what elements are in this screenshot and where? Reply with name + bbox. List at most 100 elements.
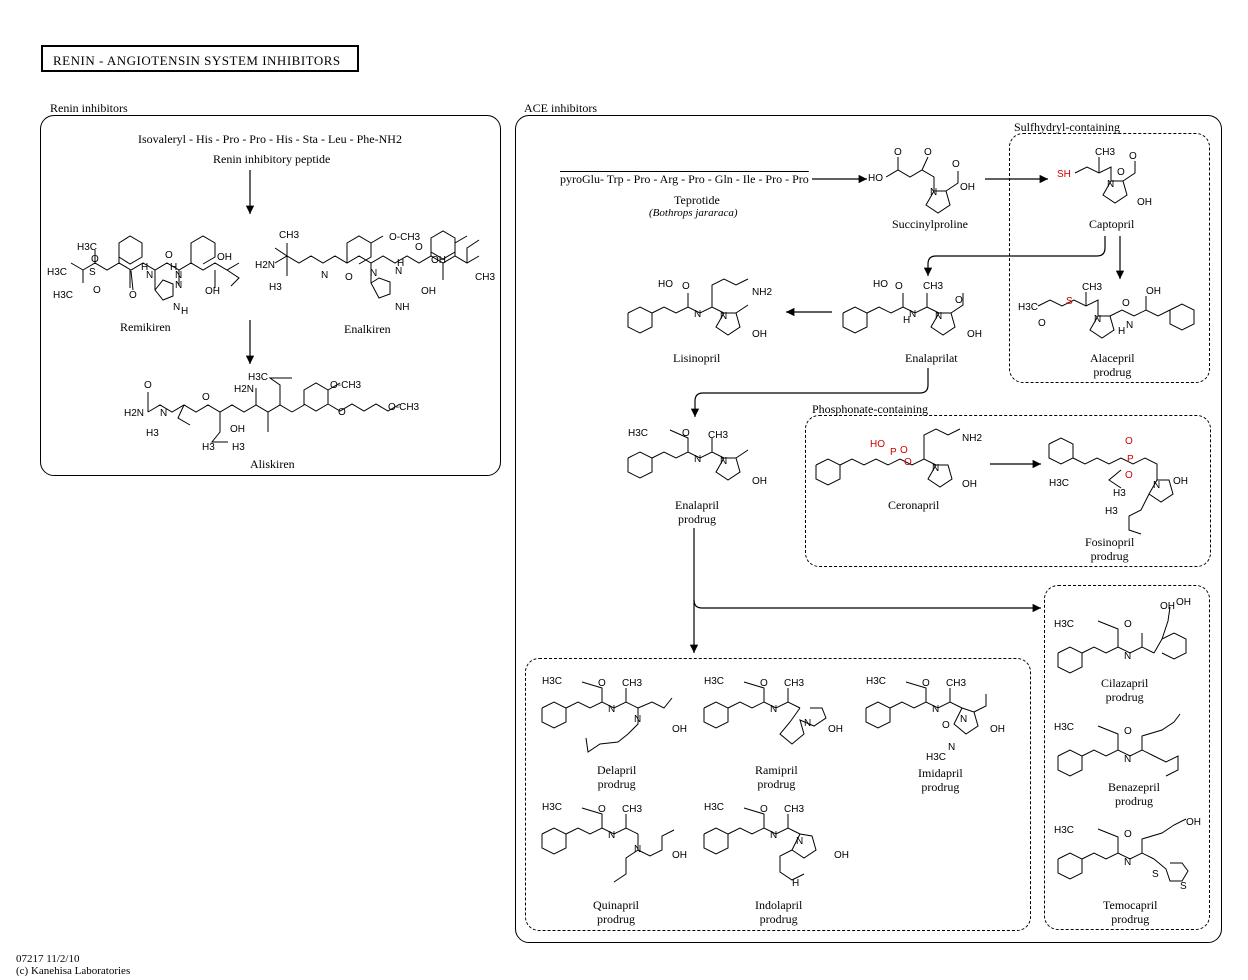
svg-text:N: N: [960, 714, 967, 725]
svg-text:H3C: H3C: [628, 428, 648, 439]
svg-text:H3: H3: [202, 442, 215, 453]
remikiren-name: Remikiren: [120, 320, 171, 334]
svg-text:O: O: [93, 285, 101, 296]
svg-text:O: O: [1038, 318, 1046, 329]
svg-text:CH3: CH3: [622, 678, 642, 689]
svg-text:SH: SH: [1057, 169, 1071, 180]
svg-text:O: O: [952, 159, 960, 170]
svg-text:OH: OH: [752, 476, 767, 487]
svg-text:H2N: H2N: [234, 384, 254, 395]
svg-text:H: H: [397, 258, 404, 269]
svg-text:O: O: [1129, 151, 1137, 162]
ace-panel: [515, 115, 1222, 943]
svg-text:N: N: [932, 704, 939, 715]
svg-text:OH: OH: [672, 850, 687, 861]
enalaprilat-name: Enalaprilat: [905, 351, 958, 365]
svg-text:N: N: [932, 463, 939, 474]
svg-text:OH: OH: [962, 479, 977, 490]
svg-text:N: N: [395, 266, 402, 277]
prodrug-box-right: [1044, 585, 1210, 930]
lisinopril-name: Lisinopril: [673, 351, 721, 365]
benazepril-prodrug: prodrug: [1114, 794, 1153, 808]
peptide-name: Renin inhibitory peptide: [213, 152, 331, 166]
svg-text:H3: H3: [146, 428, 159, 439]
svg-text:O: O: [942, 720, 950, 731]
svg-text:HO: HO: [870, 439, 885, 450]
svg-text:O: O: [682, 281, 690, 292]
svg-text:O: O: [894, 147, 902, 158]
phosphonate-label: Phosphonate-containing: [812, 402, 928, 416]
temocapril-prodrug: prodrug: [1111, 912, 1150, 926]
delapril-label: Delapril: [597, 763, 637, 777]
svg-text:H: H: [903, 315, 910, 326]
svg-text:N: N: [370, 268, 377, 279]
svg-text:H3C: H3C: [704, 802, 724, 813]
svg-text:N: N: [160, 408, 167, 419]
svg-text:O: O: [760, 804, 768, 815]
svg-text:N: N: [175, 270, 182, 281]
svg-text:OH: OH: [960, 182, 975, 193]
svg-text:O: O: [144, 380, 152, 391]
svg-text:H: H: [141, 262, 148, 273]
svg-text:N: N: [694, 454, 701, 465]
svg-text:N: N: [146, 270, 153, 281]
svg-text:S: S: [89, 267, 96, 278]
svg-text:N: N: [909, 309, 916, 320]
svg-text:O: O: [922, 678, 930, 689]
prodrug-box-bottom: [525, 658, 1031, 931]
svg-text:OH: OH: [230, 424, 245, 435]
svg-text:N: N: [720, 456, 727, 467]
svg-text:O: O: [895, 281, 903, 292]
quinapril-prodrug: prodrug: [597, 912, 635, 926]
svg-text:CH3: CH3: [1095, 147, 1115, 158]
svg-text:O: O: [1124, 619, 1132, 630]
svg-text:H3C: H3C: [1054, 825, 1074, 836]
svg-text:O: O: [598, 804, 606, 815]
svg-text:O: O: [1125, 470, 1133, 481]
cilazapril-label: Cilazapril: [1101, 676, 1149, 690]
svg-text:O: O: [202, 392, 210, 403]
svg-text:H3C: H3C: [248, 372, 268, 383]
svg-text:P: P: [890, 447, 897, 458]
svg-text:S: S: [1066, 296, 1073, 307]
svg-text:OH: OH: [672, 724, 687, 735]
teprotide-source: (Bothrops jararaca): [649, 207, 738, 219]
svg-text:HO: HO: [868, 173, 883, 184]
sulfhydryl-label: Sulfhydryl-containing: [1014, 120, 1120, 134]
svg-text:S: S: [1180, 881, 1187, 892]
svg-text:O-CH3: O-CH3: [388, 402, 420, 413]
svg-text:N: N: [1124, 754, 1131, 765]
ramipril-label: Ramipril: [755, 763, 798, 777]
svg-text:H3: H3: [232, 442, 245, 453]
svg-text:H: H: [792, 878, 799, 889]
svg-text:H3C: H3C: [77, 242, 97, 253]
imidapril-prodrug: prodrug: [921, 780, 960, 794]
benazepril-label: Benazepril: [1108, 780, 1160, 794]
renin-section-label: Renin inhibitors: [50, 101, 128, 115]
svg-text:H: H: [1118, 326, 1125, 337]
temocapril-label: Temocapril: [1103, 898, 1158, 912]
svg-text:OH: OH: [1176, 597, 1191, 608]
svg-text:NH: NH: [395, 302, 409, 313]
svg-text:O: O: [1117, 167, 1125, 178]
svg-text:O-CH3: O-CH3: [330, 380, 362, 391]
svg-text:H3C: H3C: [1054, 722, 1074, 733]
svg-text:H3: H3: [1105, 506, 1118, 517]
svg-text:O: O: [955, 295, 963, 306]
svg-text:NH2: NH2: [752, 287, 772, 298]
footer-copyright: (c) Kanehisa Laboratories: [16, 965, 131, 977]
cilazapril-prodrug: prodrug: [1105, 690, 1144, 704]
svg-text:HO: HO: [873, 279, 888, 290]
